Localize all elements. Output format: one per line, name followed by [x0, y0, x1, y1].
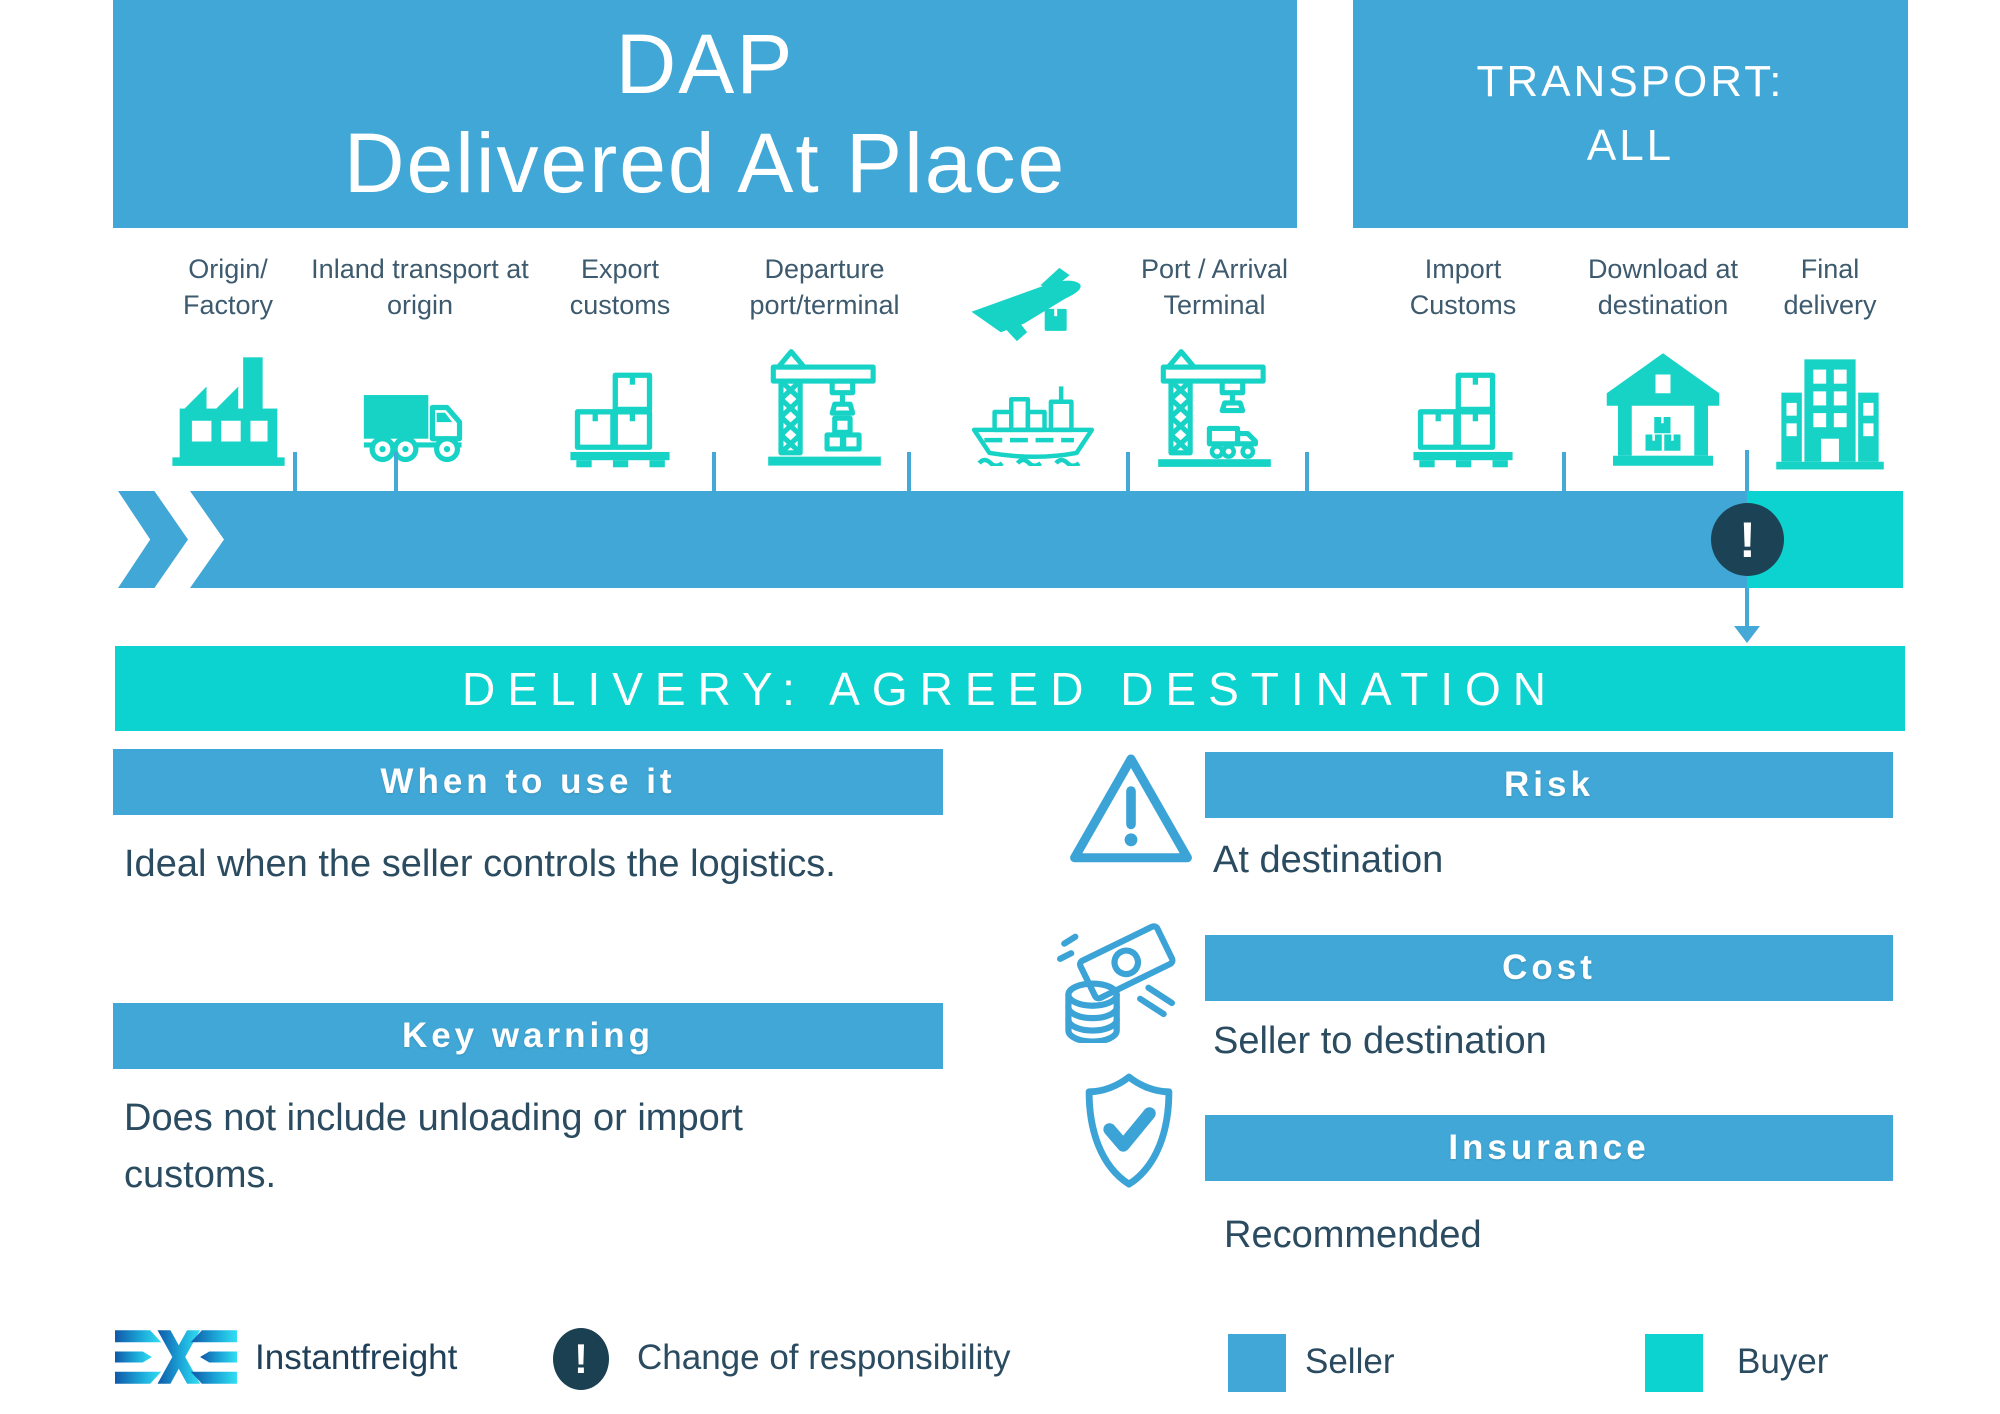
when-to-use-body: Ideal when the seller controls the logis… [124, 843, 836, 885]
insurance-header: Insurance [1205, 1115, 1893, 1181]
step-departure-port: Departure port/terminal [717, 252, 932, 472]
arrival-crane-icon [1147, 338, 1282, 472]
seller-color-swatch [1228, 1334, 1286, 1392]
page-title-full: Delivered At Place [343, 116, 1067, 210]
responsibility-connector-line [1745, 450, 1749, 491]
warning-triangle-icon [1066, 750, 1196, 873]
when-to-use-header: When to use it [113, 749, 943, 815]
step-label: Export customs [569, 254, 671, 320]
timeline-tick [293, 452, 297, 491]
factory-icon [166, 338, 291, 472]
building-icon [1765, 338, 1895, 472]
step-inland-transport: Inland transport at origin [305, 252, 535, 472]
risk-header: Risk [1205, 752, 1893, 818]
risk-value: At destination [1213, 839, 1444, 881]
step-label: Import Customs [1409, 254, 1517, 320]
timeline-tick [1562, 452, 1566, 491]
step-label: Final delivery [1783, 254, 1877, 320]
step-label: Download at destination [1587, 254, 1739, 320]
brand-name: Instantfreight [255, 1338, 458, 1377]
change-of-responsibility-label: Change of responsibility [637, 1338, 1011, 1377]
money-icon [1056, 916, 1194, 1048]
arrow-down-icon [1734, 626, 1760, 643]
step-import-customs: Import Customs [1383, 252, 1543, 472]
instantfreight-logo-icon [115, 1328, 237, 1391]
timeline-tick [712, 452, 716, 491]
page-title-acronym: DAP [615, 16, 795, 111]
step-origin-factory: Origin/ Factory [143, 252, 313, 472]
step-export-customs: Export customs [545, 252, 695, 472]
change-of-responsibility-icon: ! [1711, 503, 1784, 576]
seller-legend-label: Seller [1305, 1342, 1395, 1381]
port-crane-icon [757, 338, 892, 472]
change-of-responsibility-legend-icon: ! [553, 1328, 609, 1390]
buyer-legend-label: Buyer [1737, 1342, 1829, 1381]
cargo-boxes-icon [1403, 338, 1523, 472]
shield-check-icon [1072, 1070, 1186, 1203]
step-arrival-terminal: Port / Arrival Terminal [1107, 252, 1322, 472]
timeline-tick [907, 452, 911, 491]
step-final-delivery: Final delivery [1760, 252, 1900, 472]
timeline-tick [1305, 452, 1309, 491]
title-box: DAP Delivered At Place [113, 0, 1297, 228]
timeline-tick [394, 452, 398, 491]
responsibility-arrow-line [1745, 588, 1749, 628]
responsibility-bar [190, 491, 1903, 588]
key-warning-body: Does not include unloading or import cus… [124, 1097, 743, 1196]
transport-label: TRANSPORT: [1476, 57, 1785, 106]
cost-header: Cost [1205, 935, 1893, 1001]
step-download-destination: Download at destination [1548, 252, 1778, 472]
plane-and-ship-icon [958, 262, 1108, 466]
cargo-plane-icon [971, 267, 1081, 342]
step-main-transit [948, 262, 1118, 466]
step-label: Origin/ Factory [182, 254, 274, 320]
transport-value: ALL [1586, 121, 1675, 170]
key-warning-header: Key warning [113, 1003, 943, 1069]
buyer-color-swatch [1645, 1334, 1703, 1392]
timeline-tick [1126, 452, 1130, 491]
step-label: Inland transport at origin [311, 254, 529, 320]
warehouse-icon [1598, 338, 1728, 472]
cost-value: Seller to destination [1213, 1020, 1547, 1062]
transport-box: TRANSPORT: ALL [1353, 0, 1908, 228]
step-label: Port / Arrival Terminal [1140, 254, 1289, 320]
step-label: Departure port/terminal [749, 254, 900, 320]
cargo-boxes-icon [560, 338, 680, 472]
delivery-banner: DELIVERY: AGREED DESTINATION [115, 646, 1905, 731]
truck-icon [341, 338, 499, 472]
insurance-value: Recommended [1224, 1214, 1482, 1256]
flow-start-chevron-icon [118, 491, 188, 588]
cargo-ship-icon [971, 386, 1095, 466]
